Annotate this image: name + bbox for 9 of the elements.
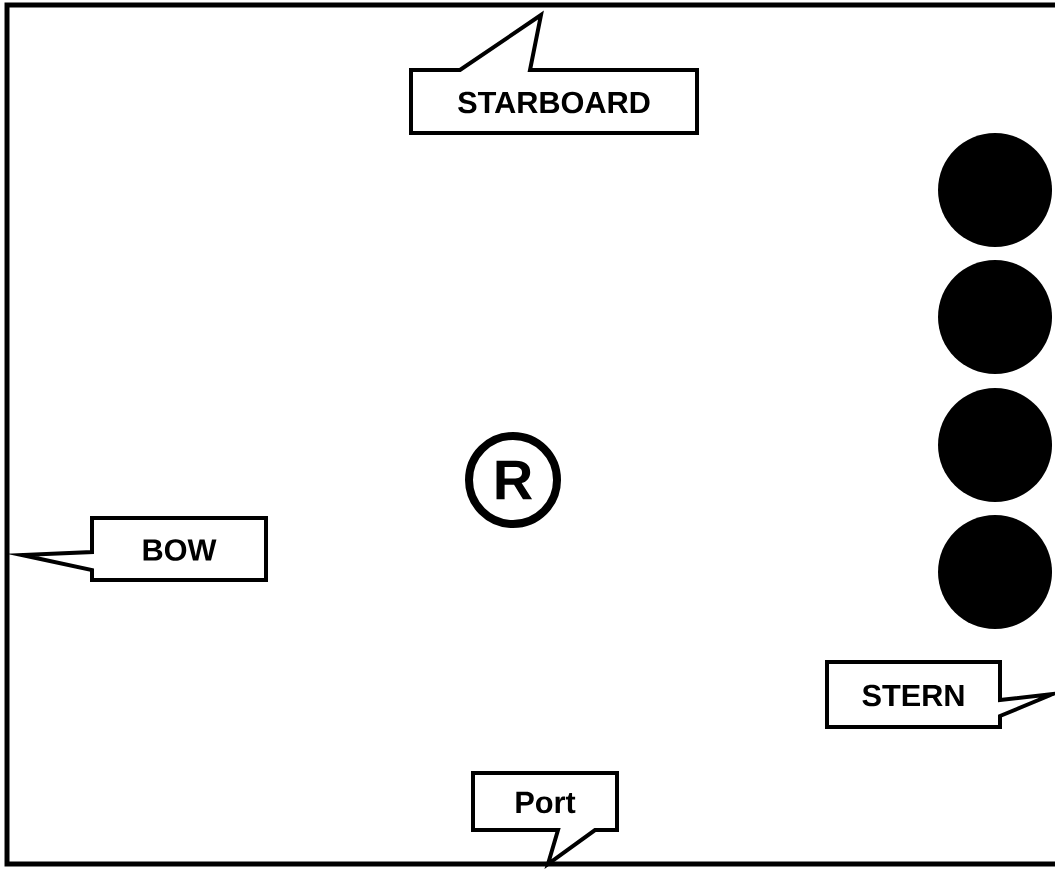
filled-circle [938, 515, 1052, 629]
filled-circle [938, 388, 1052, 502]
callout-box: STERN [825, 660, 1055, 729]
circled-letter: R [465, 432, 561, 528]
filled-circle [938, 133, 1052, 247]
filled-circle [938, 260, 1052, 374]
callout-box: BOW [6, 516, 268, 582]
callout-box: Port [471, 771, 619, 869]
callout-box: STARBOARD [409, 10, 699, 135]
